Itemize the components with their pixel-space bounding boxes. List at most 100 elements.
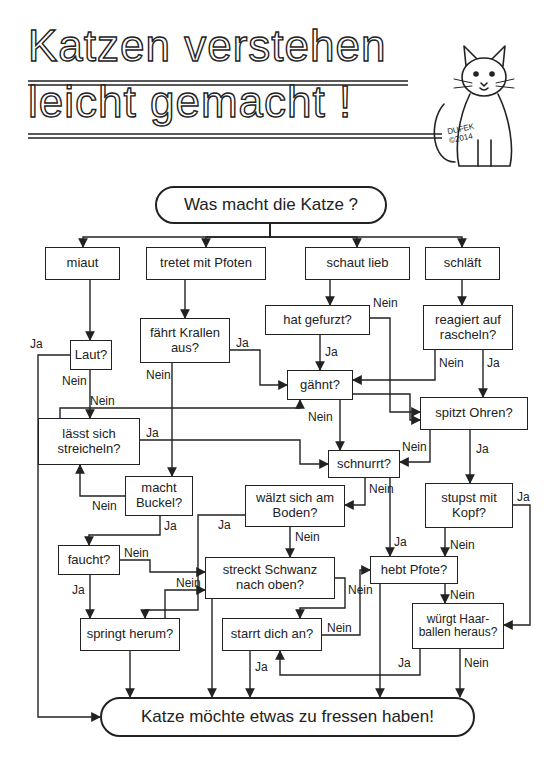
flow-arrow — [329, 280, 330, 305]
node-text: streckt Schwanz nach oben? — [209, 563, 331, 593]
flow-arrow — [38, 355, 100, 717]
edge-label: Nein — [348, 583, 373, 597]
cat-head — [462, 58, 506, 96]
node-text: schaut lieb — [326, 256, 388, 271]
node-text: gähnt? — [300, 378, 340, 393]
terminal-box: Was macht die Katze ? — [155, 186, 387, 224]
node-text: reagiert auf rascheln? — [427, 313, 509, 343]
flow-arrow — [400, 430, 430, 462]
edge-label: Ja — [72, 583, 85, 597]
edge-label: Nein — [327, 621, 352, 635]
edge-label: Nein — [62, 374, 87, 388]
flow-arrow — [461, 280, 462, 305]
node-text: hebt Pfote? — [381, 563, 448, 578]
underline — [28, 133, 442, 134]
node-text: Was macht die Katze ? — [184, 195, 358, 215]
node-text: Katze möchte etwas zu fressen haben! — [141, 707, 434, 727]
node-text: hat gefurzt? — [283, 313, 352, 328]
node-text: springt herum? — [87, 627, 174, 642]
node-text: stupst mit Kopf? — [429, 491, 509, 521]
process-box: schaut lieb — [305, 247, 410, 280]
cat-illustration — [434, 46, 514, 166]
whisker — [454, 86, 472, 88]
process-box: spitzt Ohren? — [420, 397, 528, 430]
node-text: schnurrt? — [337, 457, 391, 472]
flow-arrow — [444, 584, 445, 603]
edge-label: Nein — [369, 482, 394, 496]
edge-label: Ja — [325, 345, 338, 359]
flow-arrow — [370, 318, 420, 412]
flow-arrow — [129, 651, 130, 697]
process-box: fährt Krallen aus? — [140, 318, 230, 363]
flow-arrow — [211, 599, 212, 697]
cat-eye — [490, 72, 494, 76]
edge-label: Nein — [308, 410, 333, 424]
flow-arrow — [171, 363, 172, 476]
process-box: macht Buckel? — [125, 476, 193, 516]
edge-label: Ja — [30, 337, 43, 351]
edge-label: Nein — [373, 296, 398, 310]
flow-arrow — [89, 575, 90, 618]
diagram-title: Katzen verstehen leicht gemacht ! — [28, 18, 453, 130]
edge-label: Nein — [464, 656, 489, 670]
process-box: miaut — [45, 247, 120, 280]
flow-arrow — [345, 478, 365, 505]
edge-label: Ja — [517, 490, 530, 504]
edge-label: Nein — [450, 538, 475, 552]
process-box: Laut? — [70, 340, 112, 370]
edge-label: Nein — [450, 588, 475, 602]
process-box: lässt sich streicheln? — [38, 418, 140, 465]
flow-arrow — [140, 440, 328, 464]
node-text: lässt sich streicheln? — [42, 427, 136, 457]
flow-arrow — [89, 516, 160, 545]
node-text: spitzt Ohren? — [435, 406, 512, 421]
flow-arrow — [184, 280, 185, 318]
edge-label: Nein — [402, 440, 427, 454]
flow-arrow — [270, 224, 462, 247]
flow-arrow — [353, 394, 420, 420]
flow-arrow — [280, 649, 420, 675]
process-box: reagiert auf rascheln? — [423, 305, 513, 350]
process-box: gähnt? — [287, 370, 353, 400]
process-box: tretet mit Pfoten — [146, 247, 266, 280]
connector-layer — [38, 224, 530, 717]
edge-label: Ja — [146, 426, 159, 440]
process-box: springt herum? — [80, 618, 180, 651]
edge-label: Ja — [394, 535, 407, 549]
cat-nose — [481, 83, 487, 86]
edge-label: Ja — [476, 442, 489, 456]
cat-whiskers — [454, 79, 514, 88]
node-text: miaut — [67, 256, 99, 271]
flow-arrow — [270, 224, 357, 247]
node-text: faucht? — [68, 553, 111, 568]
edge-label: Ja — [398, 656, 411, 670]
edge-label: Nein — [92, 499, 117, 513]
flow-arrow — [482, 350, 483, 397]
flow-arrow — [83, 224, 270, 247]
flow-arrow — [206, 224, 270, 247]
flow-arrow — [89, 280, 90, 340]
terminal-box: Katze möchte etwas zu fressen haben! — [100, 697, 475, 737]
process-box: schnurrt? — [328, 450, 400, 478]
flow-arrow — [80, 465, 125, 496]
process-box: starrt dich an? — [222, 618, 322, 651]
process-box: faucht? — [58, 545, 120, 575]
cat-leg — [477, 140, 479, 166]
edge-label: Nein — [176, 576, 201, 590]
node-text: schläft — [444, 256, 482, 271]
process-box: streckt Schwanz nach oben? — [205, 557, 335, 599]
edge-label: Ja — [236, 336, 249, 350]
flow-arrow — [249, 651, 250, 697]
whisker — [496, 79, 514, 83]
edge-label: Ja — [164, 519, 177, 533]
edge-label: Nein — [439, 356, 464, 370]
underline — [28, 137, 442, 138]
cat-leg — [490, 140, 492, 166]
process-box: stupst mit Kopf? — [425, 483, 513, 528]
cat-eye — [474, 72, 478, 76]
flow-arrow — [444, 528, 445, 556]
process-box: würgt Haar- ballen heraus? — [412, 603, 504, 649]
edge-label: Nein — [124, 546, 149, 560]
node-text: wälzt sich am Boden? — [249, 491, 341, 521]
